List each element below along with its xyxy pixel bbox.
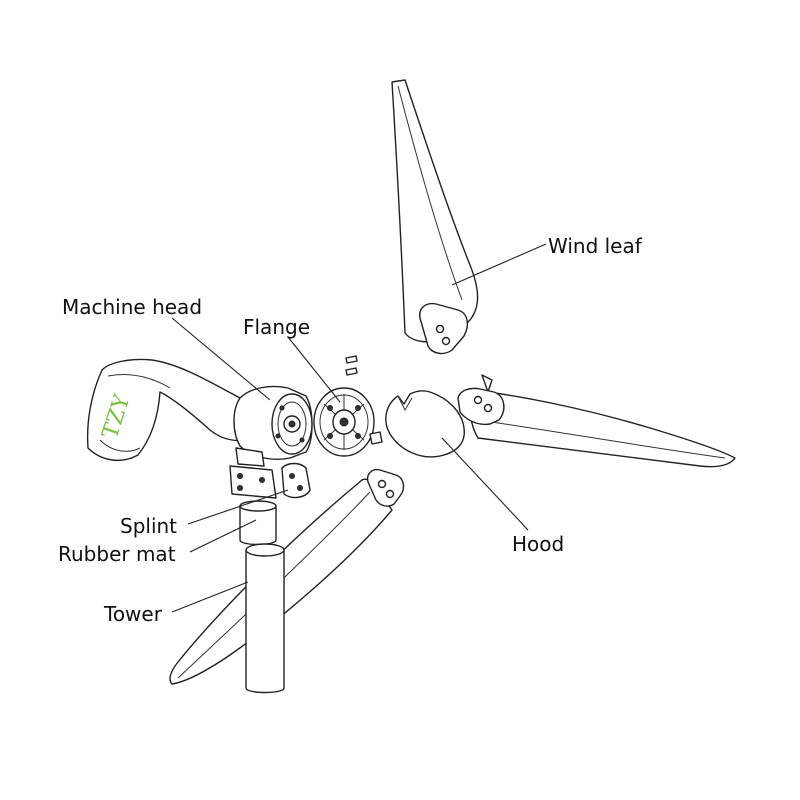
wind-leaf-right [457, 374, 736, 468]
splint [281, 462, 311, 499]
splint-label: Splint [120, 514, 177, 538]
leader-lines [171, 243, 547, 613]
hood [385, 389, 465, 458]
tower-leader [171, 581, 249, 613]
flange-label: Flange [243, 315, 310, 339]
rubber-mat-label: Rubber mat [58, 542, 176, 566]
machine-head: TZY [86, 358, 313, 499]
tower [245, 543, 285, 694]
hood-leader [441, 437, 529, 531]
machine-head-leader [171, 317, 271, 401]
machine-head-label: Machine head [62, 295, 202, 319]
wind-leaf-label: Wind leaf [548, 234, 643, 258]
splint-leader [187, 489, 289, 525]
wind-leaf-top [391, 79, 479, 355]
rubber-mat [239, 500, 277, 546]
flange-leader [287, 336, 341, 403]
rubber-mat-leader [189, 519, 257, 553]
hood-label: Hood [512, 532, 564, 556]
flange [313, 355, 383, 457]
wind-leaf-leader [451, 243, 547, 286]
wind-leaf-lower [169, 468, 405, 685]
tower-label: Tower [103, 602, 163, 626]
